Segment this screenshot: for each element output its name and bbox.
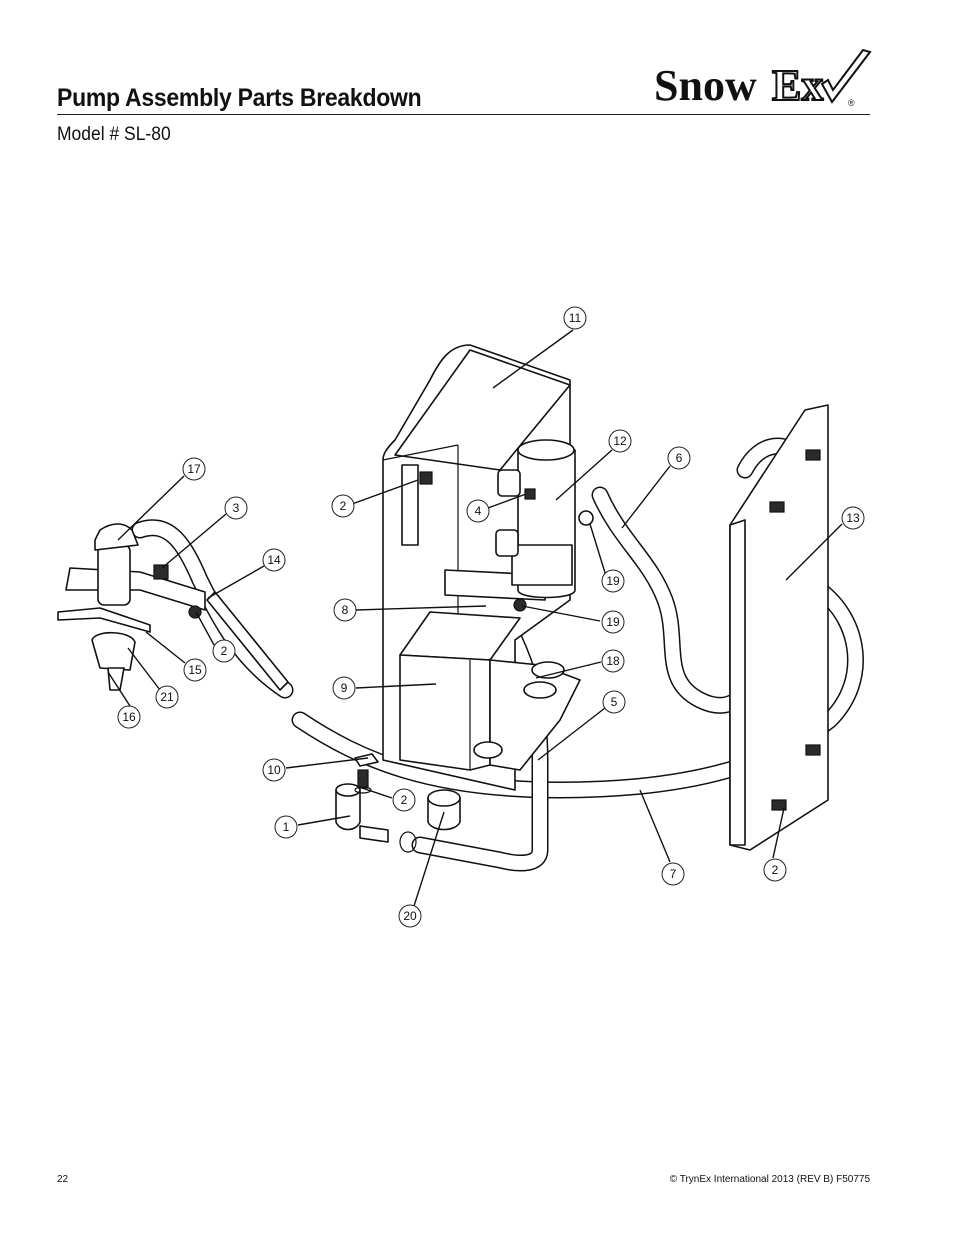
checkmark-icon [820, 48, 872, 104]
clip-10 [354, 753, 379, 767]
hose-7 [291, 581, 864, 799]
callout-10: 10 [262, 758, 286, 782]
svg-text:20: 20 [403, 909, 417, 923]
title-rule [57, 114, 870, 115]
callout-16: 16 [117, 705, 141, 729]
svg-text:6: 6 [676, 451, 683, 465]
callout-18: 18 [601, 649, 625, 673]
svg-text:12: 12 [613, 434, 627, 448]
hose-return [411, 621, 549, 872]
pump-motor-12 [495, 439, 576, 599]
fitting-1 [335, 783, 417, 853]
clamp-19-upper [578, 510, 594, 526]
callout-2-bracket: 2 [331, 494, 355, 518]
svg-text:15: 15 [188, 663, 202, 677]
callout-6: 6 [667, 446, 691, 470]
model-number: Model # SL-80 [57, 124, 171, 145]
clamp-19-lower [513, 598, 527, 612]
snowex-logo: Snow Ex ® [654, 48, 872, 110]
svg-text:18: 18 [606, 654, 620, 668]
callout-1: 1 [274, 815, 298, 839]
page-title: Pump Assembly Parts Breakdown [57, 84, 422, 112]
svg-text:8: 8 [342, 603, 349, 617]
callout-12: 12 [608, 429, 632, 453]
side-panel-13 [729, 404, 829, 851]
base-plate-18 [473, 659, 581, 771]
callout-2-lower: 2 [392, 788, 416, 812]
copyright-notice: © TrynEx International 2013 (REV B) F507… [669, 1174, 870, 1185]
callout-15: 15 [183, 658, 207, 682]
svg-text:14: 14 [267, 553, 281, 567]
callout-2-left: 2 [212, 639, 236, 663]
logo-text-ex: Ex [772, 61, 823, 110]
svg-text:2: 2 [401, 793, 408, 807]
svg-text:9: 9 [341, 681, 348, 695]
callout-11: 11 [563, 306, 587, 330]
callout-9: 9 [332, 676, 356, 700]
svg-text:4: 4 [475, 504, 482, 518]
callout-19-lower: 19 [601, 610, 625, 634]
svg-text:10: 10 [267, 763, 281, 777]
page-number: 22 [57, 1174, 69, 1185]
callout-3: 3 [224, 496, 248, 520]
callout-14: 14 [262, 548, 286, 572]
callout-13: 13 [841, 506, 865, 530]
svg-text:21: 21 [160, 690, 174, 704]
svg-text:16: 16 [122, 710, 136, 724]
svg-text:13: 13 [846, 511, 860, 525]
callout-20: 20 [398, 904, 422, 928]
control-box-9 [399, 611, 521, 771]
callout-4: 4 [466, 499, 490, 523]
svg-text:3: 3 [233, 501, 240, 515]
callout-8: 8 [333, 598, 357, 622]
logo-text-snow: Snow [654, 61, 757, 110]
screw-2-bracket [419, 471, 433, 485]
callout-19-upper: 19 [601, 569, 625, 593]
leader-lines [107, 329, 843, 907]
svg-text:2: 2 [340, 499, 347, 513]
svg-text:2: 2 [221, 644, 228, 658]
callout-7: 7 [661, 862, 685, 886]
callout-17: 17 [182, 457, 206, 481]
cap-20 [427, 789, 461, 831]
svg-text:5: 5 [611, 695, 618, 709]
callout-5: 5 [602, 690, 626, 714]
svg-text:11: 11 [569, 311, 582, 325]
svg-text:19: 19 [606, 615, 620, 629]
svg-text:19: 19 [606, 574, 620, 588]
screw-4 [524, 488, 536, 500]
svg-text:2: 2 [772, 863, 779, 877]
svg-text:7: 7 [670, 867, 677, 881]
callout-21: 21 [155, 685, 179, 709]
svg-text:17: 17 [187, 462, 201, 476]
svg-text:1: 1 [283, 820, 290, 834]
registered-mark: ® [848, 98, 855, 108]
callout-2-panel: 2 [763, 858, 787, 882]
hose-left [131, 519, 294, 699]
